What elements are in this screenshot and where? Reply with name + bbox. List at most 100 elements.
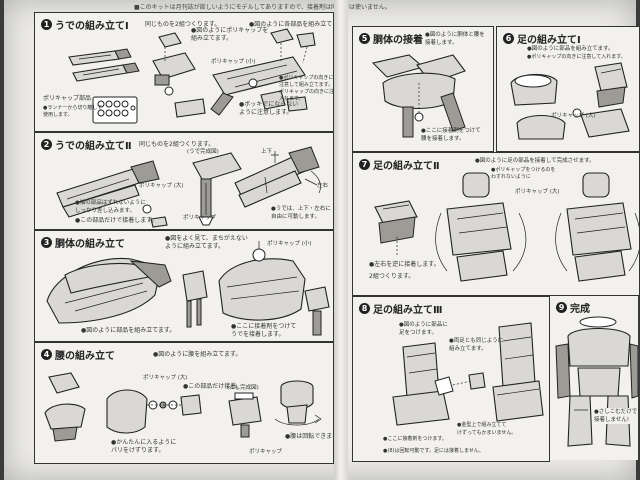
step-1-note-direction: ●ポリキャップの向きに 注意して組み立てます。 ポリキャップの向きに注意して 入…	[279, 75, 334, 102]
waist-completed	[228, 392, 262, 438]
step-9-number: 9	[556, 302, 567, 313]
step-1-title: うでの組み立てⅠ	[55, 21, 129, 32]
step-9-note-insert: ●さしこむだけで 接着しません!	[594, 408, 638, 424]
step-7-title: 足の組み立てⅡ	[373, 161, 440, 172]
step-8-panel: 8 足の組み立てⅢ ●図のように部品に 足をつけます。 ●両足とも同じように 組…	[352, 296, 550, 462]
step-2-note-move: ●うでは、上下・左右に 自由に可動します。	[271, 206, 331, 220]
step-8-note-rotate: ●(8)は回転可動です。足には接着しません。	[383, 448, 484, 454]
step-2-leftright-label: 左右	[317, 183, 329, 189]
step-2-note-glue: ●この部品だけで接着します。	[75, 217, 158, 224]
step-6-polycap-large-label: ポリキャップ (大)	[551, 113, 596, 119]
step-6-title: 足の組み立てⅠ	[517, 35, 581, 46]
step-5-number: 5	[359, 33, 370, 44]
step-9-illustration	[555, 316, 638, 447]
step-1-note-top: 同じものを2組つくります。	[145, 21, 221, 28]
step-1-note-care: ●ボッキでにならない ように注意します。	[239, 101, 299, 116]
step-4-number: 4	[41, 349, 52, 360]
step-3-number: 3	[41, 237, 52, 248]
leg-top-part	[510, 73, 558, 106]
instruction-sheet: ■このキットは月刊誌が欲しいようにモデルしてありますので、接着剤は同じでは使いま…	[4, 0, 640, 480]
arm-barrel-parts	[68, 48, 140, 82]
step-3-illustration	[46, 241, 330, 336]
step-3-panel: 3 胴体の組み立て	[34, 230, 334, 342]
torso-shell-parts	[46, 257, 172, 324]
step-1-header: 1 うでの組み立てⅠ	[41, 17, 129, 32]
arm-parts-exploded	[56, 160, 168, 228]
forearm-cannon-assembly	[210, 28, 316, 116]
step-5-title: 胴体の接着	[373, 35, 423, 46]
step-2-header: 2 うでの組み立てⅡ	[41, 137, 132, 152]
step-7-note-two: 2組つくります。	[369, 273, 415, 280]
step-1-number: 1	[41, 19, 52, 30]
step-8-note-glue: ●ここに接着剤をつけます。	[383, 436, 447, 442]
step-1-subnote-title: ポリキャップ部品	[43, 95, 92, 102]
step-6-illustration	[510, 62, 630, 140]
leg-assembly-right	[555, 172, 639, 282]
step-6-header: 6 足の組み立てⅠ	[503, 31, 581, 46]
torso-complete	[218, 241, 306, 321]
step-1-illustration	[68, 28, 316, 124]
step-8-number: 8	[359, 303, 370, 314]
step-2-number: 2	[41, 139, 52, 150]
arm-attached-right	[304, 286, 330, 336]
step-1-panel: 1 うでの組み立てⅠ	[34, 12, 334, 132]
step-7-illustration	[374, 172, 639, 282]
step-8-note-both: ●両足とも同じように 組み立てます。	[449, 338, 504, 352]
step-4-complete-label: (こし完成図)	[227, 385, 259, 391]
waist-rotation	[274, 380, 322, 426]
step-1-note-parts: ●図のように各部品を組み立てます。	[249, 21, 333, 28]
torso-center-block	[182, 270, 208, 328]
page-fold	[334, 0, 348, 480]
step-6-number: 6	[503, 33, 514, 44]
step-4-title: 腰の組み立て	[55, 351, 115, 362]
step-1-note-polycap: ●図のようにポリキャップを 組み立てます。	[191, 27, 269, 42]
arm-completed-view	[234, 146, 321, 208]
step-5-header: 5 胴体の接着	[359, 31, 423, 46]
step-2-polycap-large-label: ポリキャップ (大)	[139, 183, 184, 189]
step-6-note-top: ●図のように部品を組み立てます。	[527, 46, 614, 52]
step-7-note-polycap: ●ポリキャップをつけるのを わすれないように	[491, 167, 556, 180]
step-8-note-top: ●図のように部品に 足をつけます。	[399, 322, 448, 336]
step-6-note-direction: ●ポリキャップの向きに注意して入れます。	[527, 54, 626, 60]
step-9-panel: 9 完成 ●さしこむだけで 接着しません!	[550, 296, 638, 460]
step-3-note-assemble: ●図のように部品を組み立てます。	[81, 327, 176, 334]
step-1-subnote-body: ●ランナーから切り離して 使用します。	[43, 105, 103, 118]
step-4-illustration	[44, 372, 322, 442]
step-4-note-glue: ●この部品だけ接着。	[183, 383, 243, 390]
leg-base-part	[516, 108, 630, 140]
step-2-complete-label: (うで完成図)	[187, 149, 219, 155]
step-4-polycap-label: ポリキャップ	[249, 449, 283, 455]
step-4-note-rotate: ●腰は回転できます。	[285, 433, 333, 440]
step-4-header: 4 腰の組み立て	[41, 347, 115, 362]
header-note: ■このキットは月刊誌が欲しいようにモデルしてありますので、接着剤は同じでは使いま…	[134, 4, 391, 11]
step-4-note-top: ●図のように腰を組み立てます。	[153, 351, 242, 358]
step-2-note-top: 同じものを2組つくります。	[139, 141, 215, 148]
step-3-polycap-small-label: ポリキャップ (小)	[267, 241, 312, 247]
step-7-polycap-large-label: ポリキャップ (大)	[515, 189, 560, 195]
step-9-title: 完成	[570, 304, 590, 315]
step-2-title: うでの組み立てⅡ	[55, 141, 132, 152]
arm-assembly-complete	[192, 152, 242, 226]
foot-part-left	[374, 200, 418, 255]
step-7-panel: 7 足の組み立てⅡ	[352, 152, 640, 296]
leg-cover-part	[594, 62, 628, 108]
torso-waist-join	[371, 54, 466, 138]
step-8-header: 8 足の組み立てⅢ	[359, 301, 442, 316]
step-3-title: 胴体の組み立て	[55, 239, 125, 250]
step-2-illustration	[56, 146, 321, 228]
upper-arm-assembly	[152, 32, 206, 118]
step-3-note-top: ●図をよく見て、まちがえない ように組み立てます。	[165, 235, 248, 250]
step-7-note-top: ●図のように足の部品を接着して完成させます。	[475, 158, 595, 164]
step-2-polycap-label: ポリキャップ	[183, 215, 217, 221]
step-7-number: 7	[359, 159, 370, 170]
step-5-note-top: ●図のように胴体と腰を 接着します。	[425, 32, 485, 46]
step-4-note-trim: ●かんたんに入るように パリをけずります。	[111, 439, 177, 454]
waist-parts-left	[44, 372, 86, 442]
leg-assembly-middle	[435, 172, 527, 282]
waist-assembly-center	[106, 389, 202, 434]
step-9-header: 9 完成	[556, 300, 590, 315]
step-5-note-glue: ●ここに接着剤をつけて 腰を接着します。	[421, 128, 481, 142]
step-3-header: 3 胴体の組み立て	[41, 235, 125, 250]
step-5-illustration	[371, 54, 466, 138]
step-7-header: 7 足の組み立てⅡ	[359, 157, 440, 172]
